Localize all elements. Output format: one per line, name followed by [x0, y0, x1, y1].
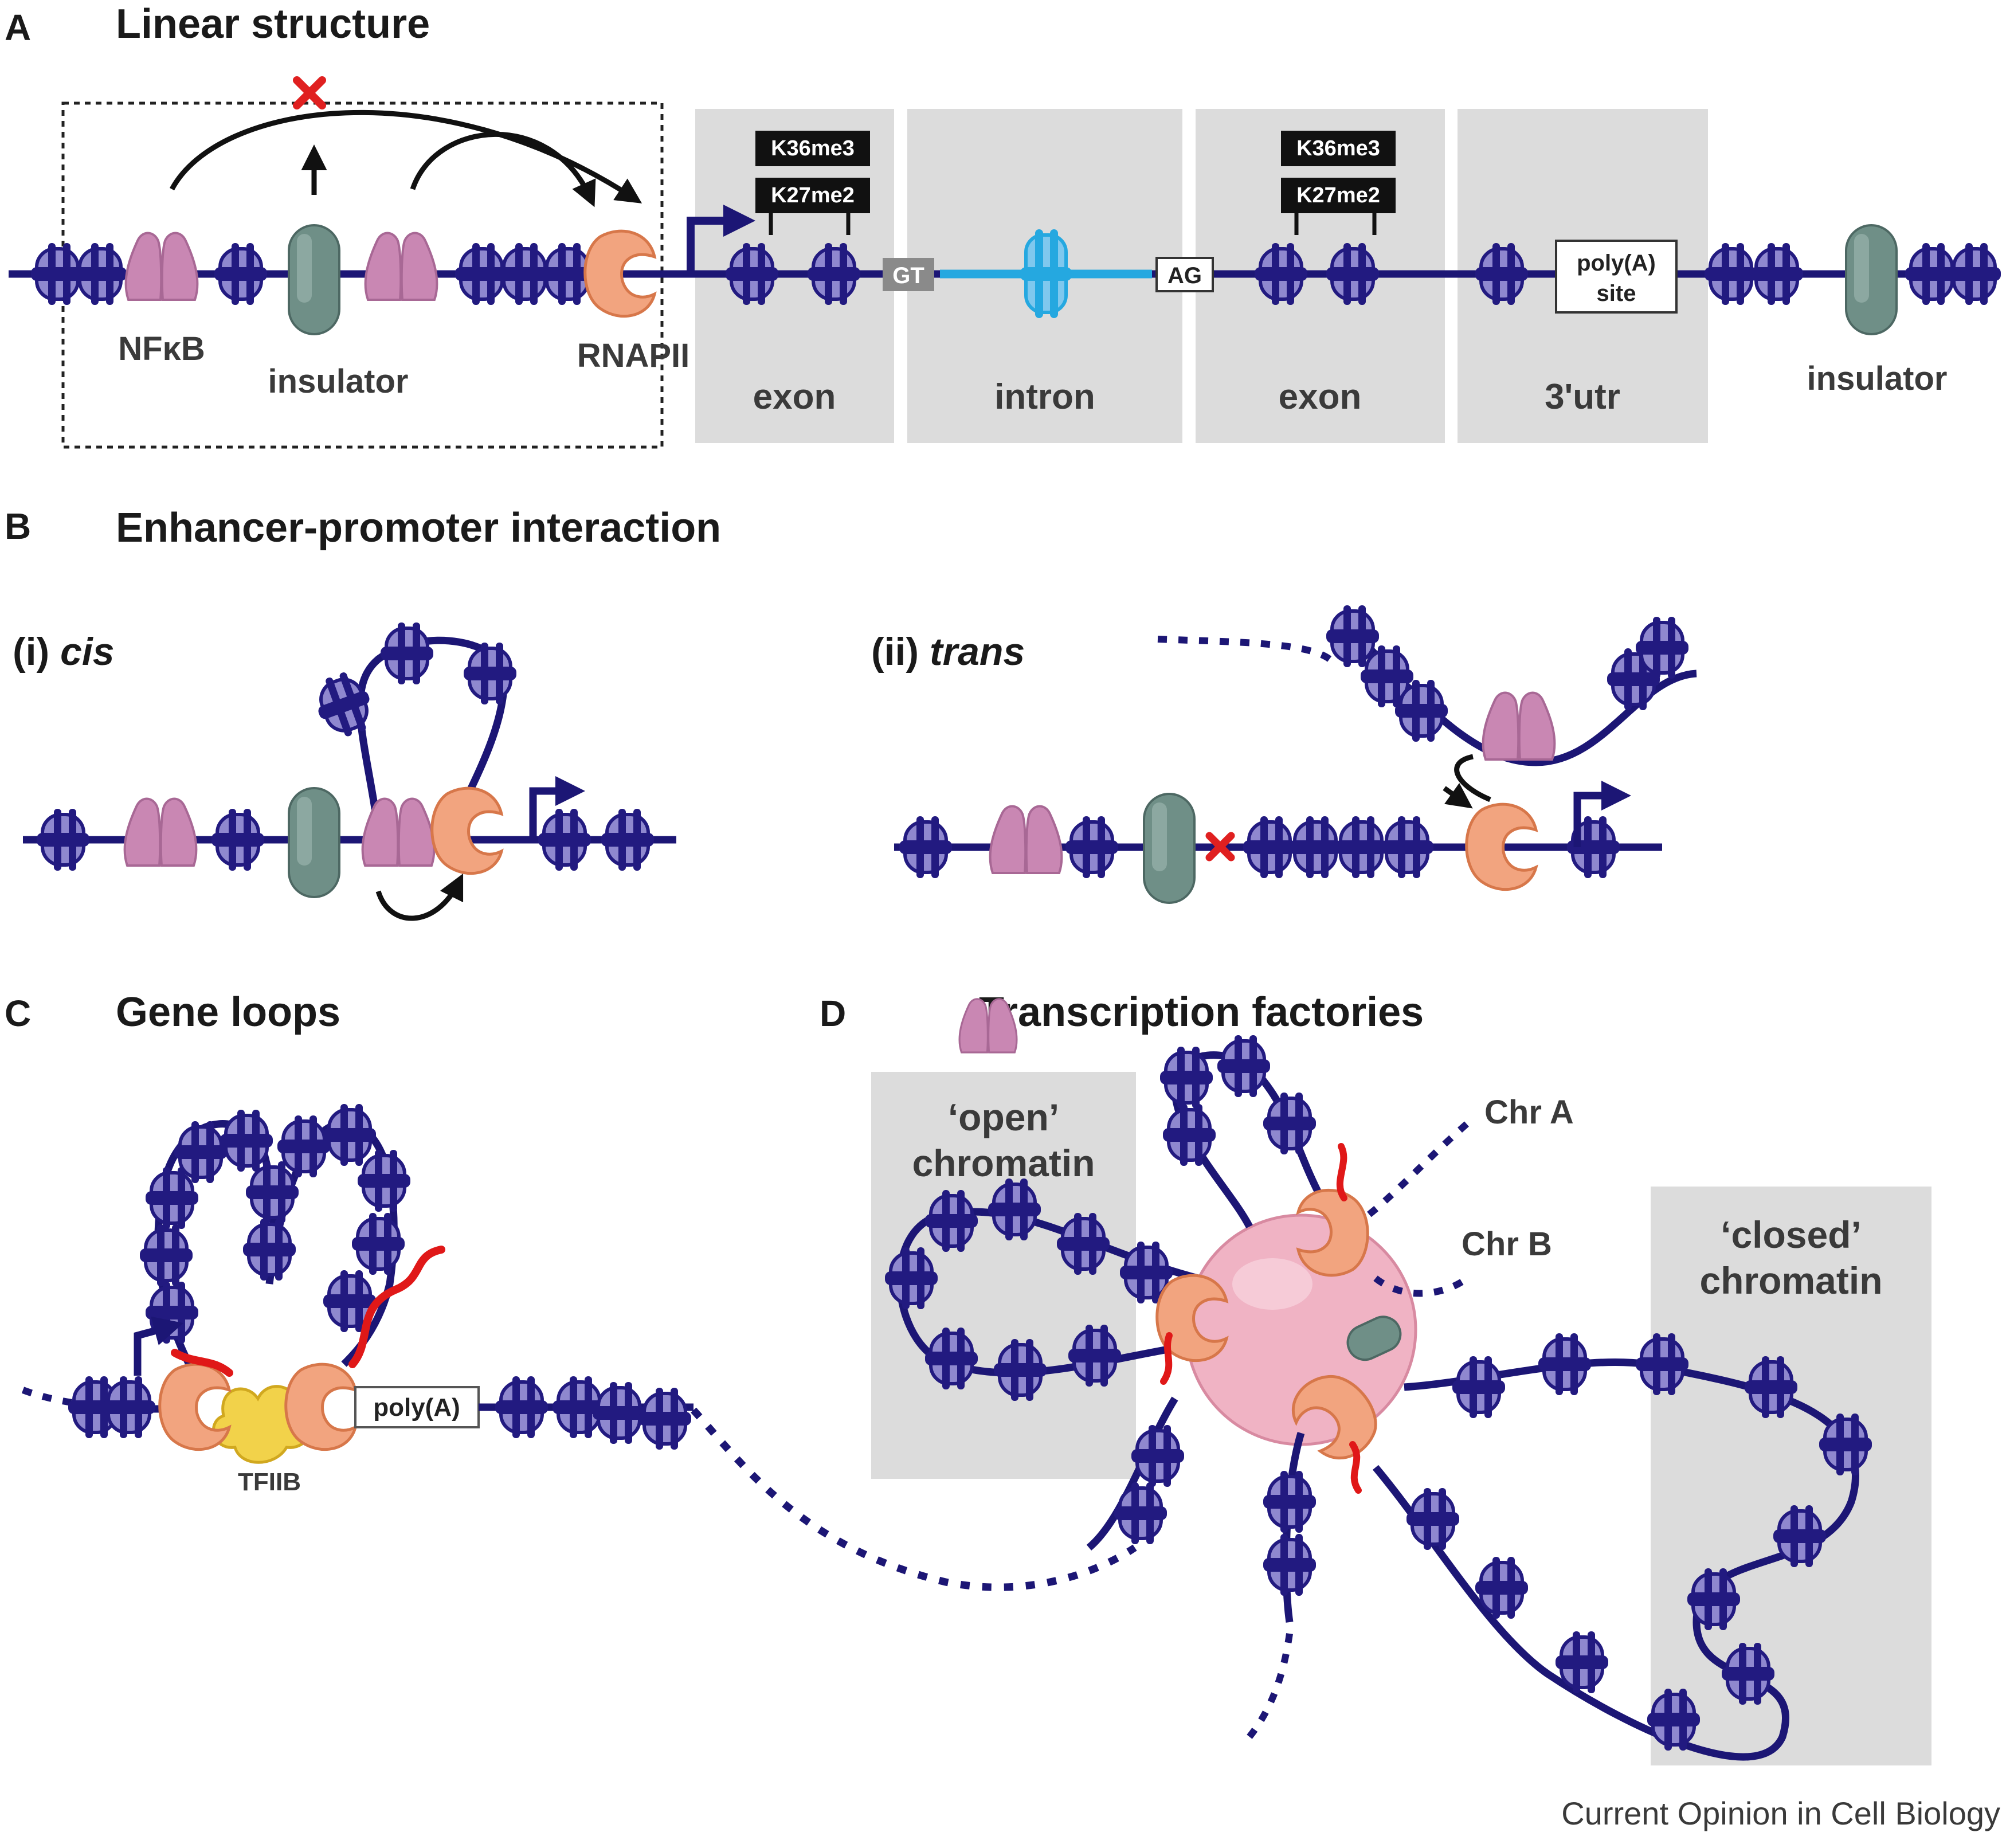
- panel-a-letter: A: [5, 7, 31, 48]
- cis-prefix: (i): [13, 630, 60, 674]
- nfkb-icon-2: [364, 232, 438, 301]
- region-label-exon-1: exon: [753, 377, 836, 417]
- loop-polya-label: poly(A): [373, 1393, 460, 1422]
- closed-label-line2: chromatin: [1699, 1259, 1882, 1302]
- cis-label: (i) cis: [13, 630, 115, 674]
- factory-insulator-icon: [1346, 1315, 1402, 1361]
- rnapii-label: RNAPII: [577, 337, 690, 374]
- polya-site-box: [1555, 240, 1678, 314]
- closed-label-line1: ‘closed’: [1721, 1213, 1862, 1256]
- trans-nfkb-icon: [989, 805, 1063, 874]
- cis-rnapii-icon: [432, 788, 502, 873]
- loop-rnapii-icon-2: [286, 1364, 355, 1449]
- journal-credit: Current Opinion in Cell Biology: [1561, 1795, 2000, 1831]
- histone-marks-2: K36me3 K27me2: [1281, 131, 1396, 235]
- panel-a-title: Linear structure: [116, 1, 430, 47]
- polya-site-line1: poly(A): [1577, 250, 1656, 276]
- region-label-utr: 3'utr: [1545, 377, 1620, 417]
- mark-label-k36-2: K36me3: [1296, 136, 1380, 160]
- panel-d-letter: D: [820, 993, 846, 1034]
- trans-label: (ii) trans: [871, 630, 1025, 674]
- trans-insulator-icon: [1143, 793, 1196, 904]
- trans-prefix: (ii): [871, 630, 930, 674]
- region-label-intron: intron: [994, 377, 1095, 417]
- region-label-exon-2: exon: [1279, 377, 1362, 417]
- panel-b-title: Enhancer-promoter interaction: [116, 505, 721, 551]
- closed-chromatin-box: [1651, 1187, 1931, 1765]
- blocked-arc: [170, 109, 642, 203]
- factory-transcript-1: [1336, 1143, 1347, 1201]
- nfkb-icon-1: [124, 232, 199, 301]
- factory-transcript-3: [1349, 1441, 1362, 1494]
- panel-c-letter: C: [5, 993, 31, 1034]
- nfkb-label: NFκB: [118, 330, 205, 367]
- mark-label-k36-1: K36me3: [771, 136, 855, 160]
- cis-nfkb-icon-2: [361, 797, 436, 867]
- open-label-line2: chromatin: [912, 1142, 1095, 1184]
- chr-a-label: Chr A: [1484, 1094, 1574, 1131]
- intron-nucleosome: [1020, 229, 1072, 318]
- gt-label: GT: [892, 263, 924, 288]
- ag-label: AG: [1167, 263, 1202, 288]
- insulator-icon: [288, 224, 340, 335]
- panel-d-title: Transcription factories: [979, 989, 1424, 1035]
- transcription-factory-diagram: Chr A Chr B: [885, 998, 1872, 1761]
- cis-nfkb-icon-1: [123, 797, 198, 867]
- nascent-transcript-1: [171, 1349, 233, 1377]
- nascent-transcript-2: [348, 1246, 445, 1368]
- trans-nfkb-icon-distal: [1482, 691, 1556, 761]
- panel-c-title: Gene loops: [116, 989, 340, 1035]
- enhancer-arc: [410, 131, 596, 207]
- chr-b-label: Chr B: [1462, 1226, 1552, 1263]
- insulator-icon-right: [1845, 224, 1898, 335]
- open-label-line1: ‘open’: [948, 1096, 1059, 1138]
- trans-block-x-icon: [1205, 832, 1235, 862]
- cis-word: cis: [60, 630, 115, 674]
- tfiib-label: TFIIB: [238, 1468, 301, 1496]
- cis-insulator-icon: [288, 787, 340, 898]
- tss-arrow-a: [687, 205, 755, 274]
- trans-diagram: [894, 605, 1697, 904]
- gene-loop-diagram: poly(A) TFIIB: [21, 1104, 1137, 1591]
- block-x-icon: [293, 76, 326, 109]
- ag-box: [1155, 257, 1214, 292]
- trans-word: trans: [930, 630, 1025, 674]
- cis-diagram: [23, 622, 676, 921]
- histone-marks-1: K36me3 K27me2: [755, 131, 870, 235]
- loop-rnapii-icon-1: [160, 1364, 229, 1449]
- loop-polya-box: [354, 1386, 480, 1428]
- insulator-label: insulator: [268, 363, 409, 400]
- gt-box: [883, 258, 934, 291]
- mark-label-k27-2: K27me2: [1296, 183, 1380, 207]
- panel-b-letter: B: [5, 506, 31, 547]
- mark-label-k27-1: K27me2: [771, 183, 855, 207]
- factory-transcript-2: [1160, 1332, 1173, 1385]
- insulator-right-label: insulator: [1807, 360, 1948, 397]
- polya-site-line2: site: [1597, 281, 1636, 306]
